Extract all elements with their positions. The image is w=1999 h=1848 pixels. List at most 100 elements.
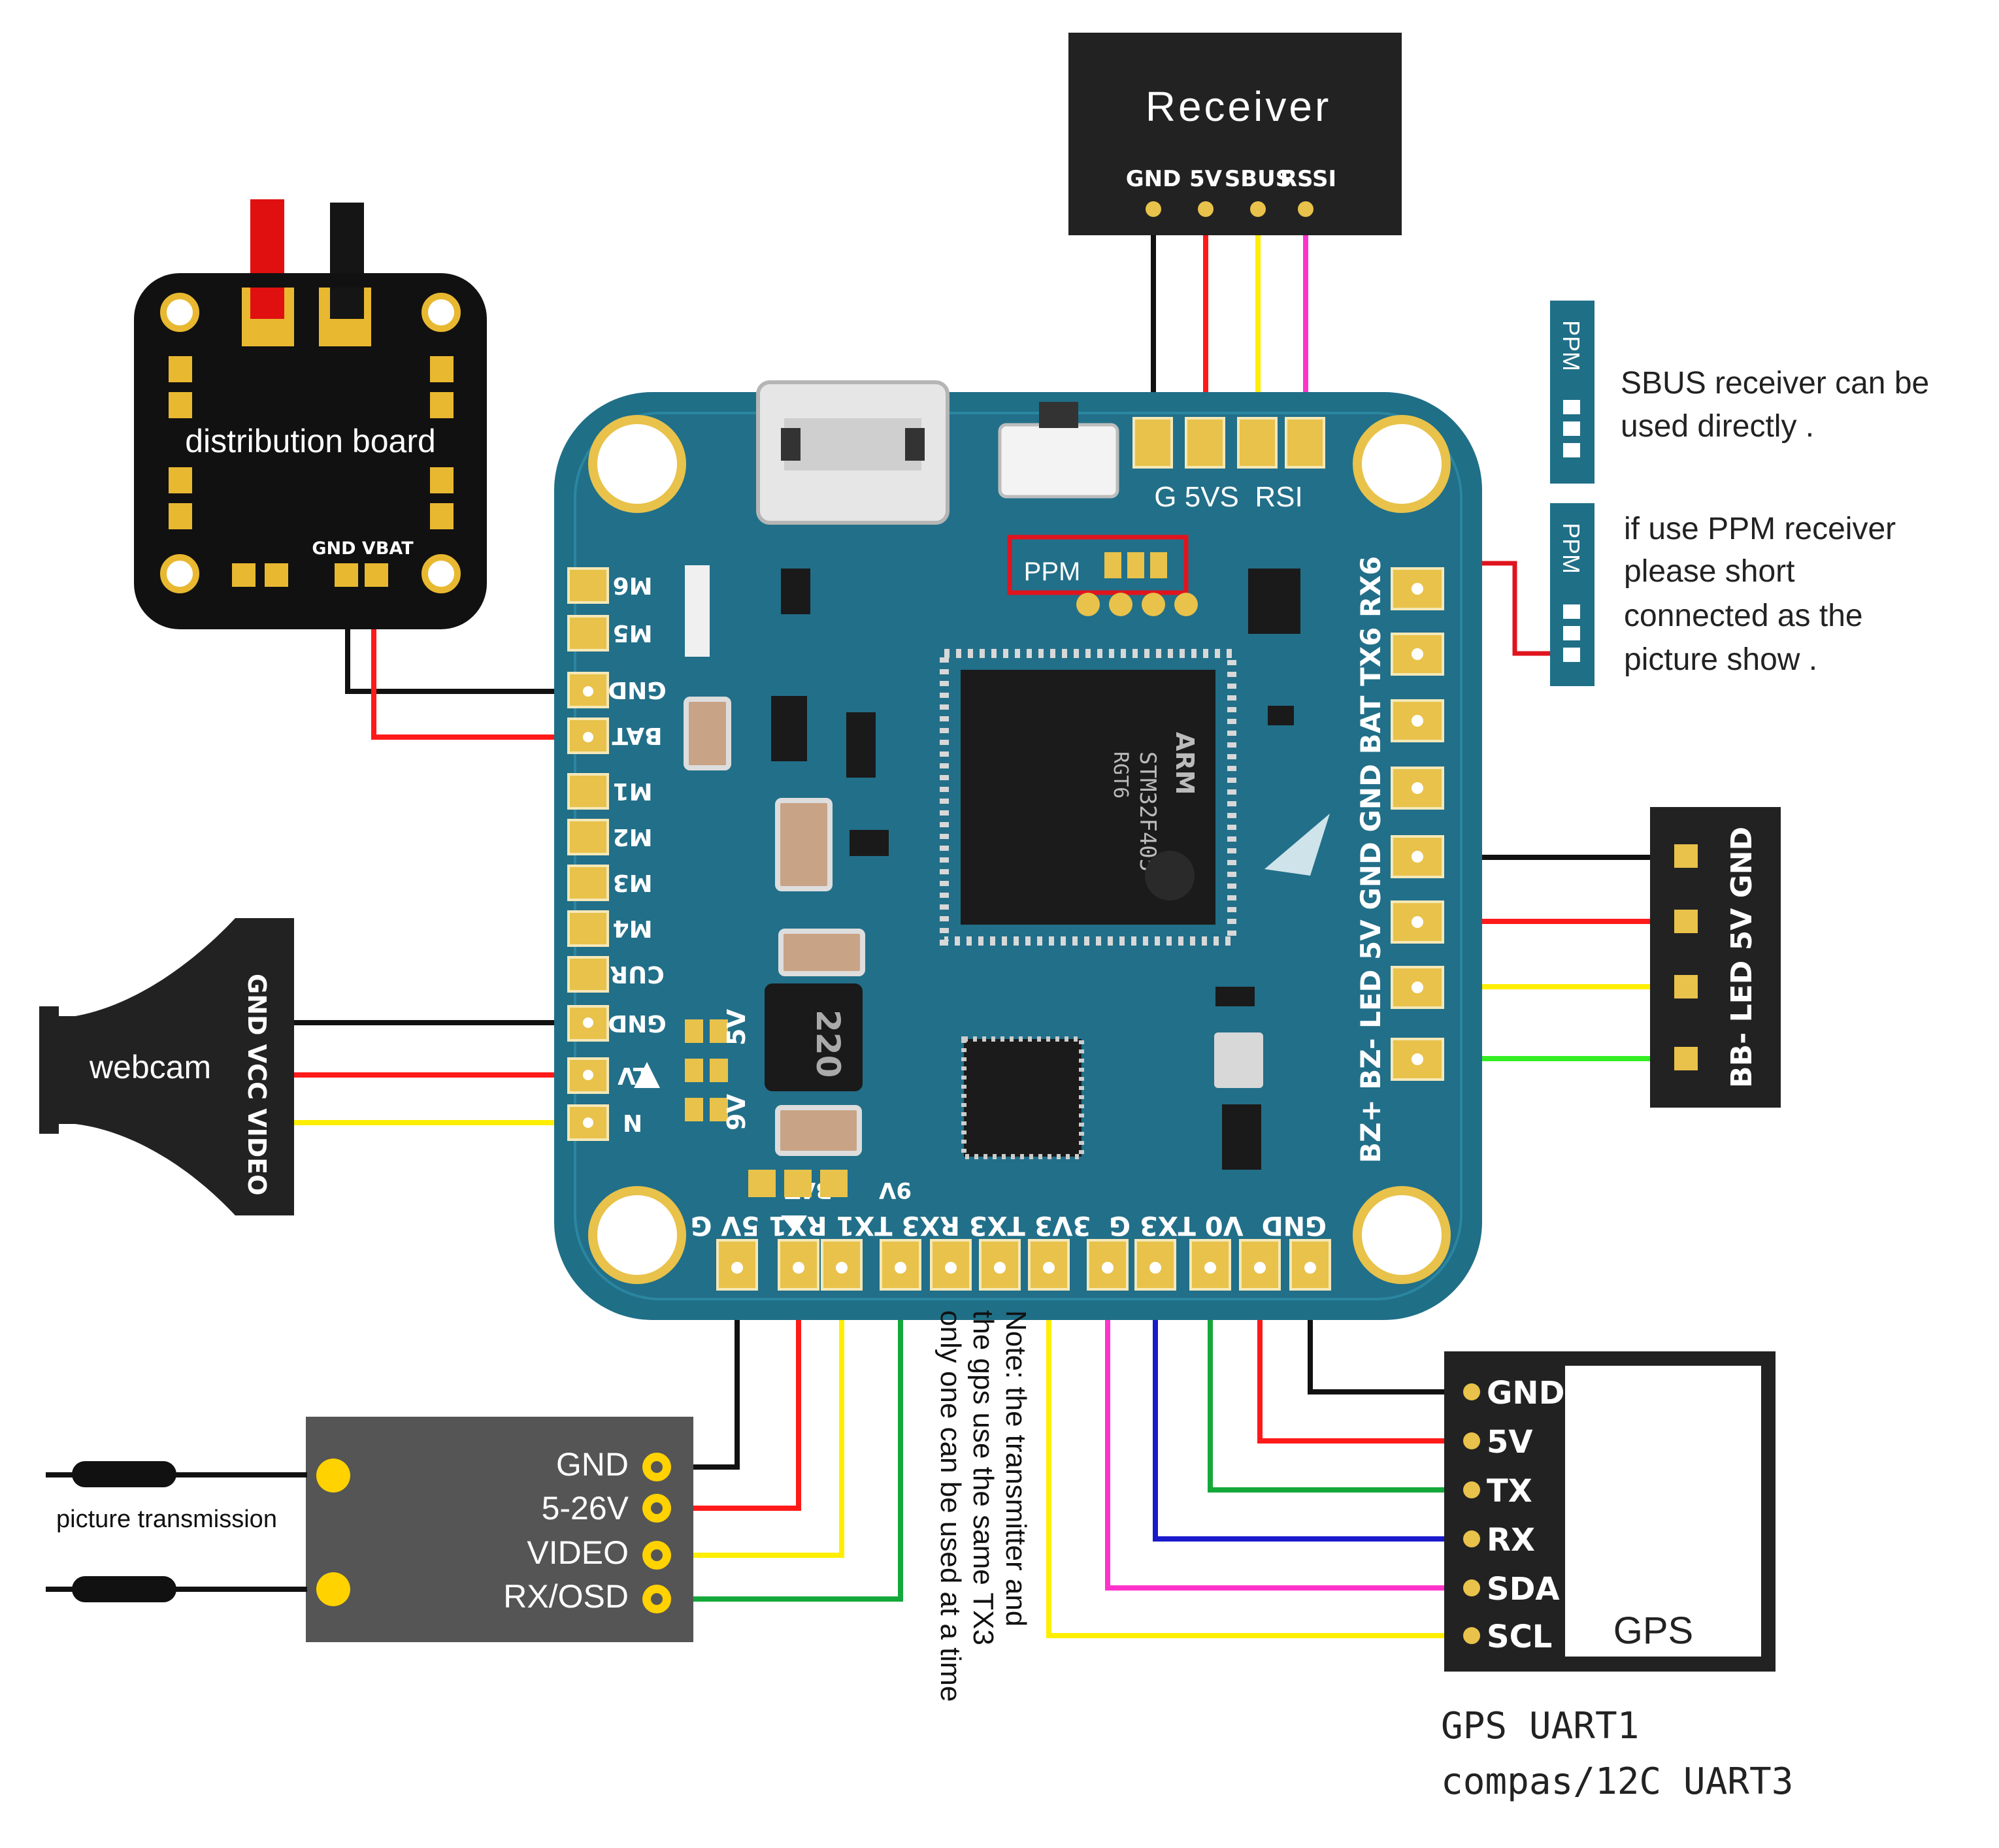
inductor: 220 <box>765 983 863 1091</box>
gps-antenna <box>1565 1366 1761 1657</box>
vtx-pin-5v: 5-26V <box>542 1490 629 1526</box>
wire-gps-tx <box>1208 1276 1476 1493</box>
ppm-note-2-line-2: please short <box>1624 554 1795 589</box>
wire-vtx-rx <box>659 1276 903 1602</box>
vtx-pin-rx-osd: RX/OSD <box>503 1578 629 1615</box>
receiver-pin-5v: 5V <box>1189 166 1223 192</box>
vtx-side-label: picture transmission <box>56 1506 277 1533</box>
webcam-label: webcam <box>89 1049 211 1085</box>
webcam: webcam GND VCC VIDEO <box>39 918 294 1215</box>
ppm-note-2-line-4: picture show . <box>1624 642 1817 677</box>
barometer <box>1214 1032 1263 1088</box>
mcu-chip: STM32F405 RGT6 ARM <box>940 649 1236 946</box>
distribution-board-label: distribution board <box>185 423 436 459</box>
boot-button <box>998 423 1119 499</box>
mount-hole <box>160 293 199 332</box>
fc-right-pads <box>1391 567 1444 1081</box>
ppm-note-2-line-3: connected as the <box>1624 599 1863 633</box>
tx3-note-line-3: only one can be used at a time <box>934 1310 966 1702</box>
tx3-note-line-1: Note: the transmitter and <box>1000 1310 1032 1626</box>
fc-label-m6: M6 <box>613 572 653 599</box>
ppm-tag-1-label: PPM <box>1558 320 1585 371</box>
mount-hole <box>421 293 461 332</box>
distribution-board-pin-label: GND VBAT <box>312 538 414 559</box>
gps-caption-line-2: compas/12C UART3 <box>1441 1760 1793 1803</box>
tx3-note: Note: the transmitter and the gps use th… <box>934 1310 1032 1702</box>
fc-label-vin: N <box>623 1109 642 1136</box>
gps-pin-scl: SCL <box>1487 1619 1552 1655</box>
receiver-module: Receiver GND 5V SBUS RSSI <box>1068 33 1402 235</box>
fc-top-pads <box>1132 417 1325 469</box>
receiver-title: Receiver <box>1146 83 1332 130</box>
ppm-note-1-line-2: used directly . <box>1621 409 1814 444</box>
receiver-pin-gnd: GND <box>1126 166 1181 192</box>
receiver-dot-gnd <box>1146 201 1161 217</box>
fc-right-labels: BZ+ BZ- LED 5V GND GND BAT TX6 RX6 <box>1355 556 1387 1163</box>
led-buzzer-module: BB- LED 5V GND <box>1650 807 1781 1108</box>
fc-label-m4: M4 <box>613 915 653 942</box>
wire-vtx-video <box>659 1276 844 1558</box>
fc-label-m1: M1 <box>613 778 653 804</box>
receiver-dot-rssi <box>1298 201 1313 217</box>
capacitors <box>684 697 865 1156</box>
fc-label-bat: BAT <box>612 722 663 749</box>
fc-label-m3: M3 <box>613 869 653 896</box>
voltage-label-5v: 5V <box>722 1009 751 1046</box>
gps-module: GPS GND 5V TX RX SDA SCL GPS UART1 compa… <box>1441 1351 1793 1803</box>
mount-hole <box>421 554 461 593</box>
voltage-label-9v: 9V <box>722 1094 751 1130</box>
gps-pin-tx: TX <box>1487 1473 1532 1510</box>
mcu-text-2: RGT6 <box>1109 751 1132 799</box>
webcam-pin-label: GND VCC VIDEO <box>242 974 271 1196</box>
ppm-note-2-line-1: if use PPM receiver <box>1624 512 1896 546</box>
antenna-1-sleeve <box>72 1461 176 1487</box>
flight-controller: G 5VS RSI PPM M6 <box>554 380 1482 1320</box>
fc-label-cur: CUR <box>610 961 664 987</box>
imu-chip <box>961 1036 1084 1159</box>
fc-label-gnd-2: GND <box>608 1010 667 1036</box>
mcu-text-3: ARM <box>1170 732 1199 795</box>
led-indicator <box>685 608 710 657</box>
gps-pin-rx: RX <box>1487 1522 1535 1559</box>
gps-caption-line-1: GPS UART1 <box>1441 1705 1639 1747</box>
voltage-selector: 5V 9V <box>634 1009 751 1130</box>
fc-top-pad-labels: G 5VS RSI <box>1154 481 1302 513</box>
fc-ppm-label: PPM <box>1024 557 1081 586</box>
receiver-pin-rssi: RSSI <box>1280 166 1336 192</box>
gps-pin-gnd: GND <box>1487 1375 1564 1411</box>
fc-arrow-bottom <box>781 1215 807 1232</box>
distribution-board-body <box>134 273 487 629</box>
gps-pin-sda: SDA <box>1487 1571 1560 1608</box>
receiver-dot-5v <box>1198 201 1214 217</box>
wire-gps-scl <box>1046 1276 1476 1638</box>
ppm-notes: PPM PPM SBUS receiver can be used direct… <box>1550 301 1929 686</box>
vtx-pin-video: VIDEO <box>527 1534 629 1571</box>
led-buzzer-label: BB- LED 5V GND <box>1725 827 1759 1088</box>
ppm-highlight-box <box>1007 535 1189 595</box>
fc-label-m2: M2 <box>613 823 653 850</box>
wire-gps-sda <box>1105 1276 1476 1591</box>
ppm-tag-2-label: PPM <box>1558 523 1585 574</box>
receiver-body <box>1068 33 1402 235</box>
distribution-board: distribution board GND VBAT <box>134 199 487 629</box>
wire-gps-rx <box>1153 1276 1476 1542</box>
logo-arrow <box>1264 814 1330 876</box>
led-buzzer-body <box>1650 807 1781 1108</box>
gps-title: GPS <box>1613 1609 1694 1652</box>
gps-pin-5v: 5V <box>1487 1424 1533 1460</box>
mount-hole <box>160 554 199 593</box>
inductor-label: 220 <box>809 1010 847 1078</box>
small-components <box>771 569 1300 1170</box>
led-indicator <box>685 565 710 614</box>
wire-gps-5v <box>1257 1276 1476 1444</box>
vtx-body <box>306 1417 693 1642</box>
antenna-2-sleeve <box>72 1576 176 1602</box>
ppm-note-1-line-1: SBUS receiver can be <box>1621 366 1929 401</box>
mcu-text-1: STM32F405 <box>1134 751 1161 872</box>
webcam-body <box>39 918 294 1215</box>
video-transmitter: picture transmission GND 5-26V VIDEO RX/… <box>46 1417 693 1642</box>
fc-label-m5: M5 <box>613 619 653 646</box>
receiver-dot-sbus <box>1250 201 1266 217</box>
fc-left-labels: M6 M5 GND BAT M1 M2 M3 M4 CUR GND LV N <box>608 572 667 1136</box>
